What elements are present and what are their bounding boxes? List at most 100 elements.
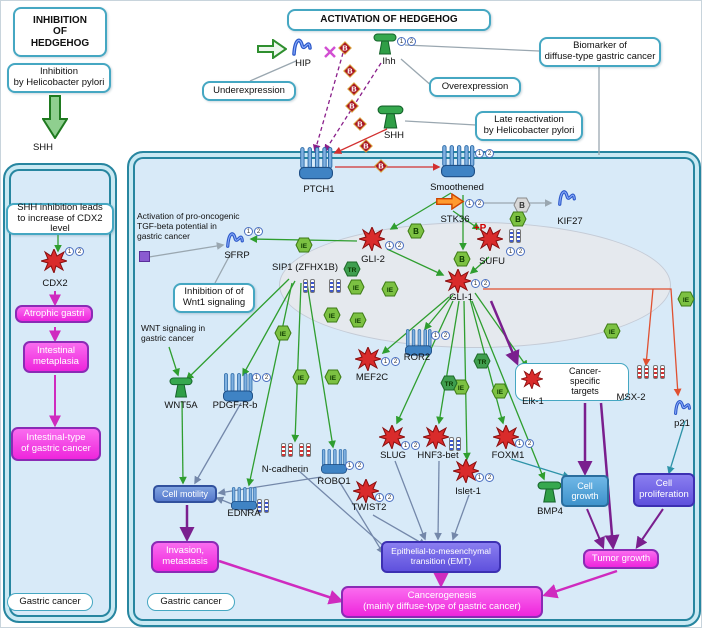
tr-hex-3: TR xyxy=(440,375,458,396)
svg-text:IE: IE xyxy=(301,243,308,250)
ie-hex-2: IE xyxy=(347,279,365,300)
wnt5a-icon[interactable] xyxy=(169,377,193,398)
bmp4-icon[interactable] xyxy=(537,481,562,503)
svg-text:IE: IE xyxy=(353,285,360,292)
slug-icon[interactable] xyxy=(377,423,407,454)
svg-text:IE: IE xyxy=(387,287,394,294)
shh-label: SHH xyxy=(383,130,405,141)
wnt1-inhibition-note: Inhibition of of Wnt1 signaling xyxy=(173,283,255,313)
ednra-label: EDNRA xyxy=(227,508,261,519)
robo1-icon[interactable] xyxy=(321,449,347,475)
elk1-icon[interactable] xyxy=(519,367,545,391)
invasion-metastasis-box[interactable]: Invasion, metastasis xyxy=(151,541,219,573)
cancerogenesis-box[interactable]: Cancerogenesis (mainly diffuse-type of g… xyxy=(341,586,543,618)
mef2c-icon[interactable] xyxy=(353,345,383,376)
smoothened-label: Smoothened xyxy=(430,182,484,193)
ror2-label: ROR2 xyxy=(403,352,431,363)
pdgfrb-icon[interactable] xyxy=(223,373,253,403)
hip-icon[interactable] xyxy=(291,35,313,57)
kif27-label: KIF27 xyxy=(557,216,583,227)
ncadherin-bars-1 xyxy=(281,443,293,457)
cross-icon xyxy=(323,45,337,59)
activation-title: ACTIVATION OF HEDGEHOG xyxy=(287,9,491,31)
svg-text:IE: IE xyxy=(609,329,616,336)
inhibition-hp-note: Inhibition by Helicobacter pylori xyxy=(7,63,111,93)
gli1-label: GLI-1 xyxy=(449,292,473,303)
activation-arrow-icon xyxy=(257,38,288,60)
svg-text:TR: TR xyxy=(348,267,357,274)
cell-proliferation-box[interactable]: Cell proliferation xyxy=(633,473,695,507)
p21-icon[interactable] xyxy=(673,397,692,416)
shh-left-label: SHH xyxy=(32,142,54,153)
bmp4-label: BMP4 xyxy=(537,506,563,517)
smoothened-icon[interactable] xyxy=(441,145,475,179)
stk36-label: STK36 xyxy=(440,214,470,225)
intestinal-metaplasia-box[interactable]: Intestinal metaplasia xyxy=(23,341,89,373)
wnt-signaling-note: WNT signaling in gastric cancer xyxy=(141,323,206,344)
robo1-label: ROBO1 xyxy=(317,476,351,487)
ie-hex-11: IE xyxy=(603,323,621,344)
msx2-bars-1 xyxy=(637,365,649,379)
svg-text:B: B xyxy=(519,201,525,210)
hip-label: HIP xyxy=(295,58,311,69)
svg-text:IE: IE xyxy=(683,297,690,304)
emt-box[interactable]: Epithelial-to-mesenchymal transition (EM… xyxy=(381,541,501,573)
overexpression-note: Overexpression xyxy=(429,77,521,97)
cdx2-label: CDX2 xyxy=(42,278,68,289)
cell-motility-box[interactable]: Cell motility xyxy=(153,485,217,503)
inhibition-title: INHIBITION OF HEDGEHOG xyxy=(13,7,107,57)
cdx2-icon[interactable] xyxy=(39,247,69,278)
ie-hex-3: IE xyxy=(381,281,399,302)
intestinal-type-cancer-box[interactable]: Intestinal-type of gastric cancer xyxy=(11,427,101,461)
svg-text:B: B xyxy=(515,215,521,224)
foxm1-label: FOXM1 xyxy=(491,450,525,461)
down-arrow-icon xyxy=(41,95,69,140)
svg-text:IE: IE xyxy=(355,318,362,325)
b-diamond-4: B xyxy=(345,99,359,118)
tr-hex-1: TR xyxy=(343,261,361,282)
sufu-label: SUFU xyxy=(479,256,505,267)
b-hex-green-3: B xyxy=(453,251,471,272)
cell-growth-box[interactable]: Cell growth xyxy=(561,475,609,507)
svg-text:IE: IE xyxy=(329,313,336,320)
sfrp-icon[interactable] xyxy=(225,229,245,249)
svg-text:TR: TR xyxy=(445,381,454,388)
svg-text:B: B xyxy=(413,227,419,236)
gli1-icon[interactable] xyxy=(443,267,473,298)
atrophic-gastritis-box[interactable]: Atrophic gastri xyxy=(15,305,93,323)
svg-text:B: B xyxy=(357,120,363,129)
biomarker-note: Biomarker of diffuse-type gastric cancer xyxy=(539,37,661,67)
twist2-label: TWIST2 xyxy=(351,502,387,513)
sfrp-label: SFRP xyxy=(224,250,250,261)
hnf3b-icon[interactable] xyxy=(421,423,451,454)
tumor-growth-box[interactable]: Tumor growth xyxy=(583,549,659,569)
kif27-icon[interactable] xyxy=(557,187,577,207)
ie-hex-10: IE xyxy=(491,383,509,404)
ie-hex-12: IE xyxy=(677,291,695,312)
sufu-partner-bars-icon xyxy=(509,229,521,243)
ptch1-icon[interactable] xyxy=(299,147,333,181)
sufu-icon[interactable] xyxy=(475,225,505,256)
hnf3b-bars xyxy=(449,437,461,451)
gli2-label: GLI-2 xyxy=(361,254,385,265)
b-hex-green-1: B xyxy=(509,211,527,232)
svg-text:B: B xyxy=(378,162,384,171)
gli2-icon[interactable] xyxy=(357,225,387,256)
stk36-icon[interactable] xyxy=(435,192,465,211)
pdgfrb-label: PDGF-R-b xyxy=(212,400,258,411)
ihh-icon[interactable] xyxy=(373,33,397,55)
b-diamond-7: B xyxy=(374,159,388,178)
shh-icon[interactable] xyxy=(377,105,404,129)
slug-label: SLUG xyxy=(380,450,406,461)
elk1-label: Elk-1 xyxy=(522,396,544,407)
ncadherin-bars-2 xyxy=(299,443,311,457)
